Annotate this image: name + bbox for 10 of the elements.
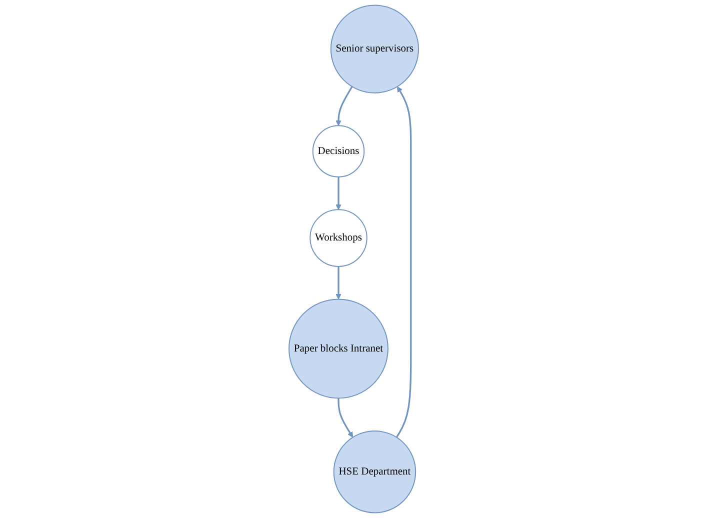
arrow [335, 176, 342, 210]
node-circle: Paper blocks Intranet [288, 298, 388, 399]
arrow [337, 398, 353, 438]
arrow [335, 86, 353, 126]
node-circle: Senior supervisors [330, 4, 419, 94]
arrow [335, 266, 342, 300]
node-circle: Workshops [309, 209, 368, 267]
node-circle: HSE Department [333, 430, 416, 514]
node-circle: Decisions [312, 125, 364, 178]
arrow [396, 86, 412, 438]
